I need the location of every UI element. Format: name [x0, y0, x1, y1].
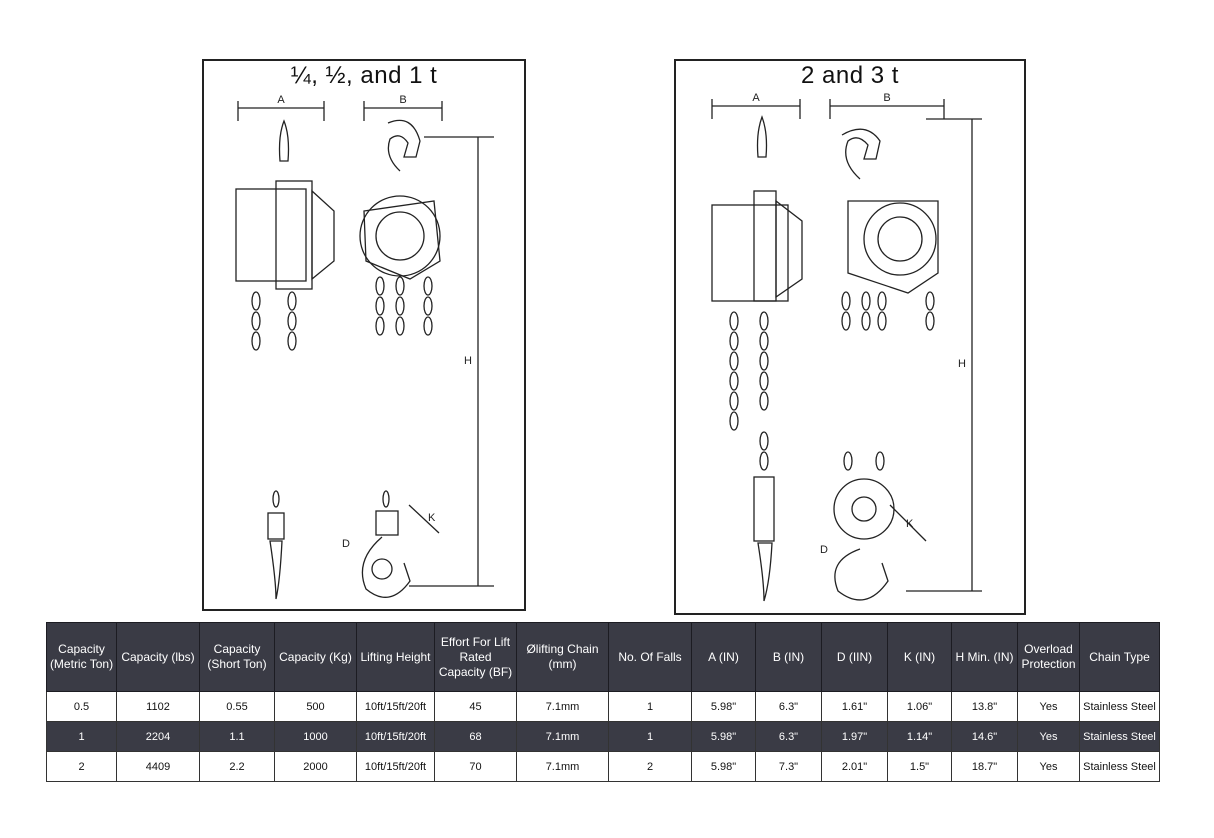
- dim-a-label: A: [752, 92, 760, 104]
- table-cell: 1102: [116, 691, 200, 722]
- col-header: D (IIN): [821, 622, 888, 692]
- table-cell: 2.01": [821, 751, 888, 782]
- table-cell: Stainless Steel: [1079, 691, 1160, 722]
- col-header: Capacity (Kg): [274, 622, 357, 692]
- dim-d-label: D: [820, 544, 828, 556]
- table-cell: 2: [46, 751, 117, 782]
- dim-d-label: D: [342, 538, 350, 550]
- hoist-drawing-small: A B H D K: [235, 94, 494, 600]
- table-cell: 4409: [116, 751, 200, 782]
- col-header: Lifting Height: [356, 622, 435, 692]
- table-cell: Stainless Steel: [1079, 751, 1160, 782]
- table-cell: 10ft/15ft/20ft: [356, 691, 435, 722]
- col-header: Capacity (Metric Ton): [46, 622, 117, 692]
- table-cell: 7.1mm: [516, 691, 609, 722]
- table-cell: 18.7": [951, 751, 1018, 782]
- table-row: 0.5 1102 0.55 500 10ft/15ft/20ft 45 7.1m…: [46, 691, 1160, 722]
- table-cell: 2204: [116, 721, 200, 752]
- diagram-panel-large: 2 and 3 t: [674, 59, 1026, 615]
- table-cell: 5.98": [691, 751, 756, 782]
- hoist-drawing-large: A B H D K: [711, 92, 982, 602]
- table-cell: 1000: [274, 721, 357, 752]
- table-cell: 7.1mm: [516, 721, 609, 752]
- diagram-panel-small: ¼, ½, and 1 t: [202, 59, 526, 611]
- table-cell: 13.8": [951, 691, 1018, 722]
- table-cell: 68: [434, 721, 517, 752]
- table-cell: 1: [608, 721, 692, 752]
- table-cell: 10ft/15ft/20ft: [356, 721, 435, 752]
- table-row: 1 2204 1.1 1000 10ft/15ft/20ft 68 7.1mm …: [46, 721, 1160, 752]
- col-header: Capacity (Short Ton): [199, 622, 275, 692]
- col-header: K (IN): [887, 622, 952, 692]
- spec-table: Capacity (Metric Ton) Capacity (lbs) Cap…: [46, 622, 1160, 782]
- col-header: Effort For Lift Rated Capacity (BF): [434, 622, 517, 692]
- table-cell: 7.3": [755, 751, 822, 782]
- table-cell: 2.2: [199, 751, 275, 782]
- dim-h-label: H: [464, 355, 472, 367]
- table-cell: 6.3": [755, 691, 822, 722]
- table-cell: 5.98": [691, 691, 756, 722]
- dim-a-label: A: [277, 94, 285, 106]
- diagram-title: 2 and 3 t: [801, 62, 899, 89]
- col-header: H Min. (IN): [951, 622, 1018, 692]
- table-header-row: Capacity (Metric Ton) Capacity (lbs) Cap…: [46, 622, 1160, 692]
- dim-h-label: H: [958, 358, 966, 370]
- col-header: Ølifting Chain (mm): [516, 622, 609, 692]
- table-row: 2 4409 2.2 2000 10ft/15ft/20ft 70 7.1mm …: [46, 751, 1160, 782]
- table-cell: 1.06": [887, 691, 952, 722]
- table-cell: Yes: [1017, 691, 1080, 722]
- table-cell: Stainless Steel: [1079, 721, 1160, 752]
- table-cell: 70: [434, 751, 517, 782]
- table-cell: 1.5": [887, 751, 952, 782]
- table-cell: 0.55: [199, 691, 275, 722]
- table-cell: 5.98": [691, 721, 756, 752]
- table-cell: 14.6": [951, 721, 1018, 752]
- table-cell: 1.61": [821, 691, 888, 722]
- table-cell: Yes: [1017, 751, 1080, 782]
- dim-b-label: B: [883, 92, 890, 104]
- table-cell: 2000: [274, 751, 357, 782]
- dim-k-label: K: [906, 518, 914, 530]
- diagram-title: ¼, ½, and 1 t: [290, 62, 438, 89]
- table-cell: 1.1: [199, 721, 275, 752]
- col-header: Capacity (lbs): [116, 622, 200, 692]
- table-cell: 1: [608, 691, 692, 722]
- table-cell: 7.1mm: [516, 751, 609, 782]
- table-cell: 0.5: [46, 691, 117, 722]
- col-header: B (IN): [755, 622, 822, 692]
- dim-k-label: K: [428, 512, 436, 524]
- table-cell: 500: [274, 691, 357, 722]
- table-cell: 1.97": [821, 721, 888, 752]
- table-cell: 45: [434, 691, 517, 722]
- col-header: Overload Protection: [1017, 622, 1080, 692]
- col-header: No. Of Falls: [608, 622, 692, 692]
- col-header: A (IN): [691, 622, 756, 692]
- table-cell: 10ft/15ft/20ft: [356, 751, 435, 782]
- table-cell: 1.14": [887, 721, 952, 752]
- table-cell: 6.3": [755, 721, 822, 752]
- col-header: Chain Type: [1079, 622, 1160, 692]
- table-cell: Yes: [1017, 721, 1080, 752]
- table-cell: 1: [46, 721, 117, 752]
- table-cell: 2: [608, 751, 692, 782]
- dim-b-label: B: [399, 94, 406, 106]
